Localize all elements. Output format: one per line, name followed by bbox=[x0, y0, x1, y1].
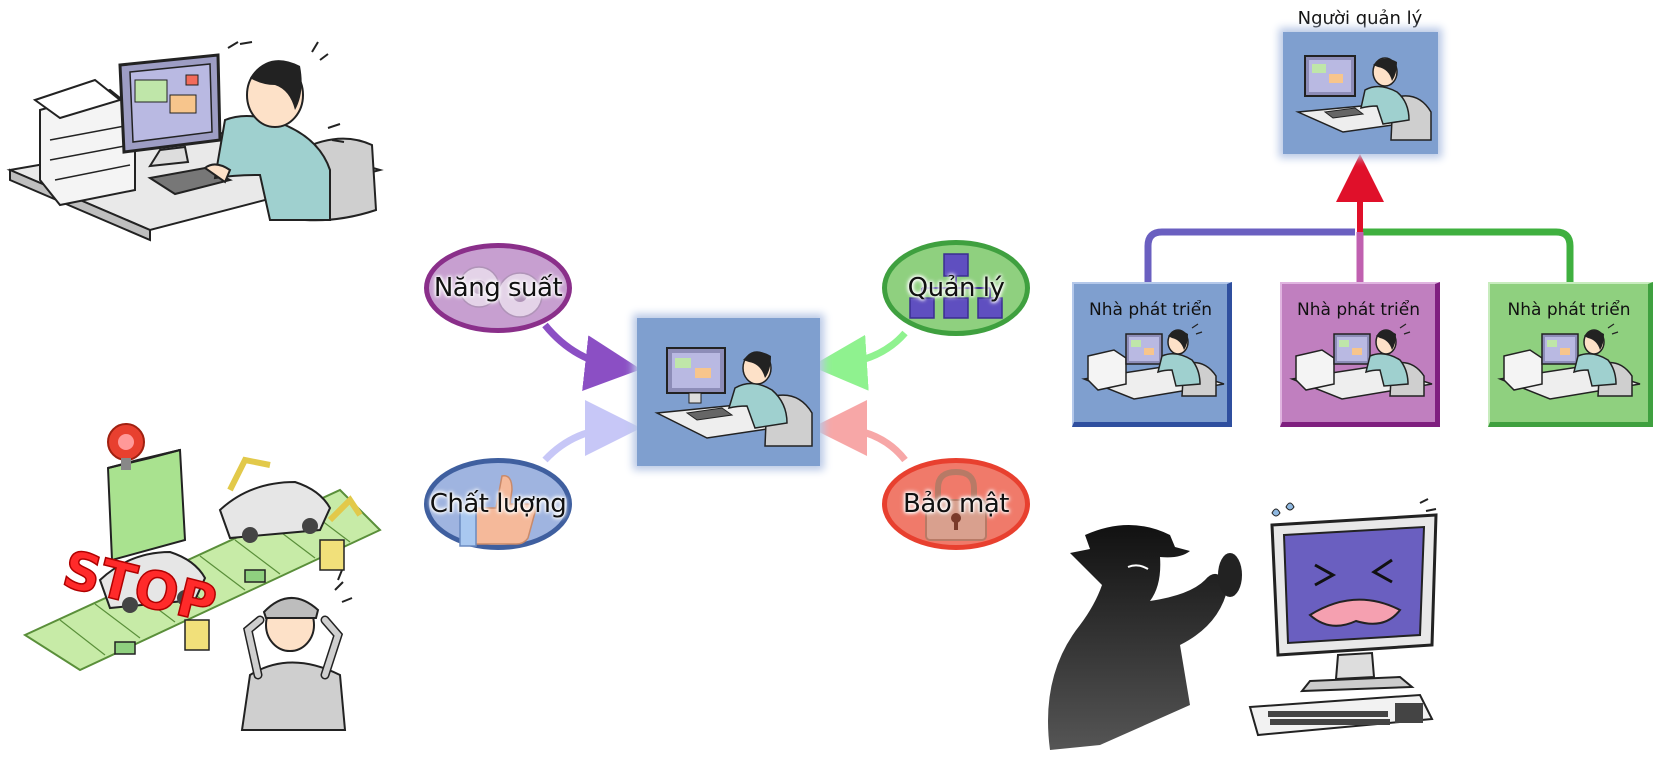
center-workstation-box bbox=[637, 318, 820, 466]
security-label: Bảo mật bbox=[903, 489, 1009, 519]
production-line-stop-illustration: STOP bbox=[20, 420, 390, 740]
arrow-quality bbox=[545, 428, 620, 460]
workstation-icon bbox=[637, 318, 820, 466]
connector-dev3 bbox=[1360, 232, 1570, 282]
developer-workstation-icon bbox=[1074, 284, 1234, 429]
productivity-bubble: Năng suất bbox=[424, 243, 572, 333]
management-bubble: Quản lý bbox=[882, 240, 1030, 336]
arrow-management bbox=[832, 333, 905, 365]
arrow-security bbox=[832, 428, 905, 460]
manager-workstation-icon bbox=[1283, 32, 1438, 154]
developer-card-1: Nhà phát triển bbox=[1072, 282, 1232, 427]
quality-label: Chất lượng bbox=[430, 489, 567, 519]
quality-bubble: Chất lượng bbox=[424, 458, 572, 550]
security-bubble: Bảo mật bbox=[882, 458, 1030, 550]
manager-label: Người quản lý bbox=[1270, 8, 1450, 29]
management-label: Quản lý bbox=[908, 273, 1005, 303]
developer-card-3: Nhà phát triển bbox=[1488, 282, 1653, 427]
connector-dev1 bbox=[1148, 232, 1355, 282]
developer-card-2: Nhà phát triển bbox=[1280, 282, 1440, 427]
stressed-office-worker-illustration bbox=[0, 0, 390, 250]
developer-workstation-icon bbox=[1490, 284, 1650, 429]
hacker-attack-illustration bbox=[1040, 505, 1460, 765]
manager-box bbox=[1283, 32, 1438, 154]
developer-workstation-icon bbox=[1282, 284, 1442, 429]
productivity-label: Năng suất bbox=[434, 273, 562, 303]
